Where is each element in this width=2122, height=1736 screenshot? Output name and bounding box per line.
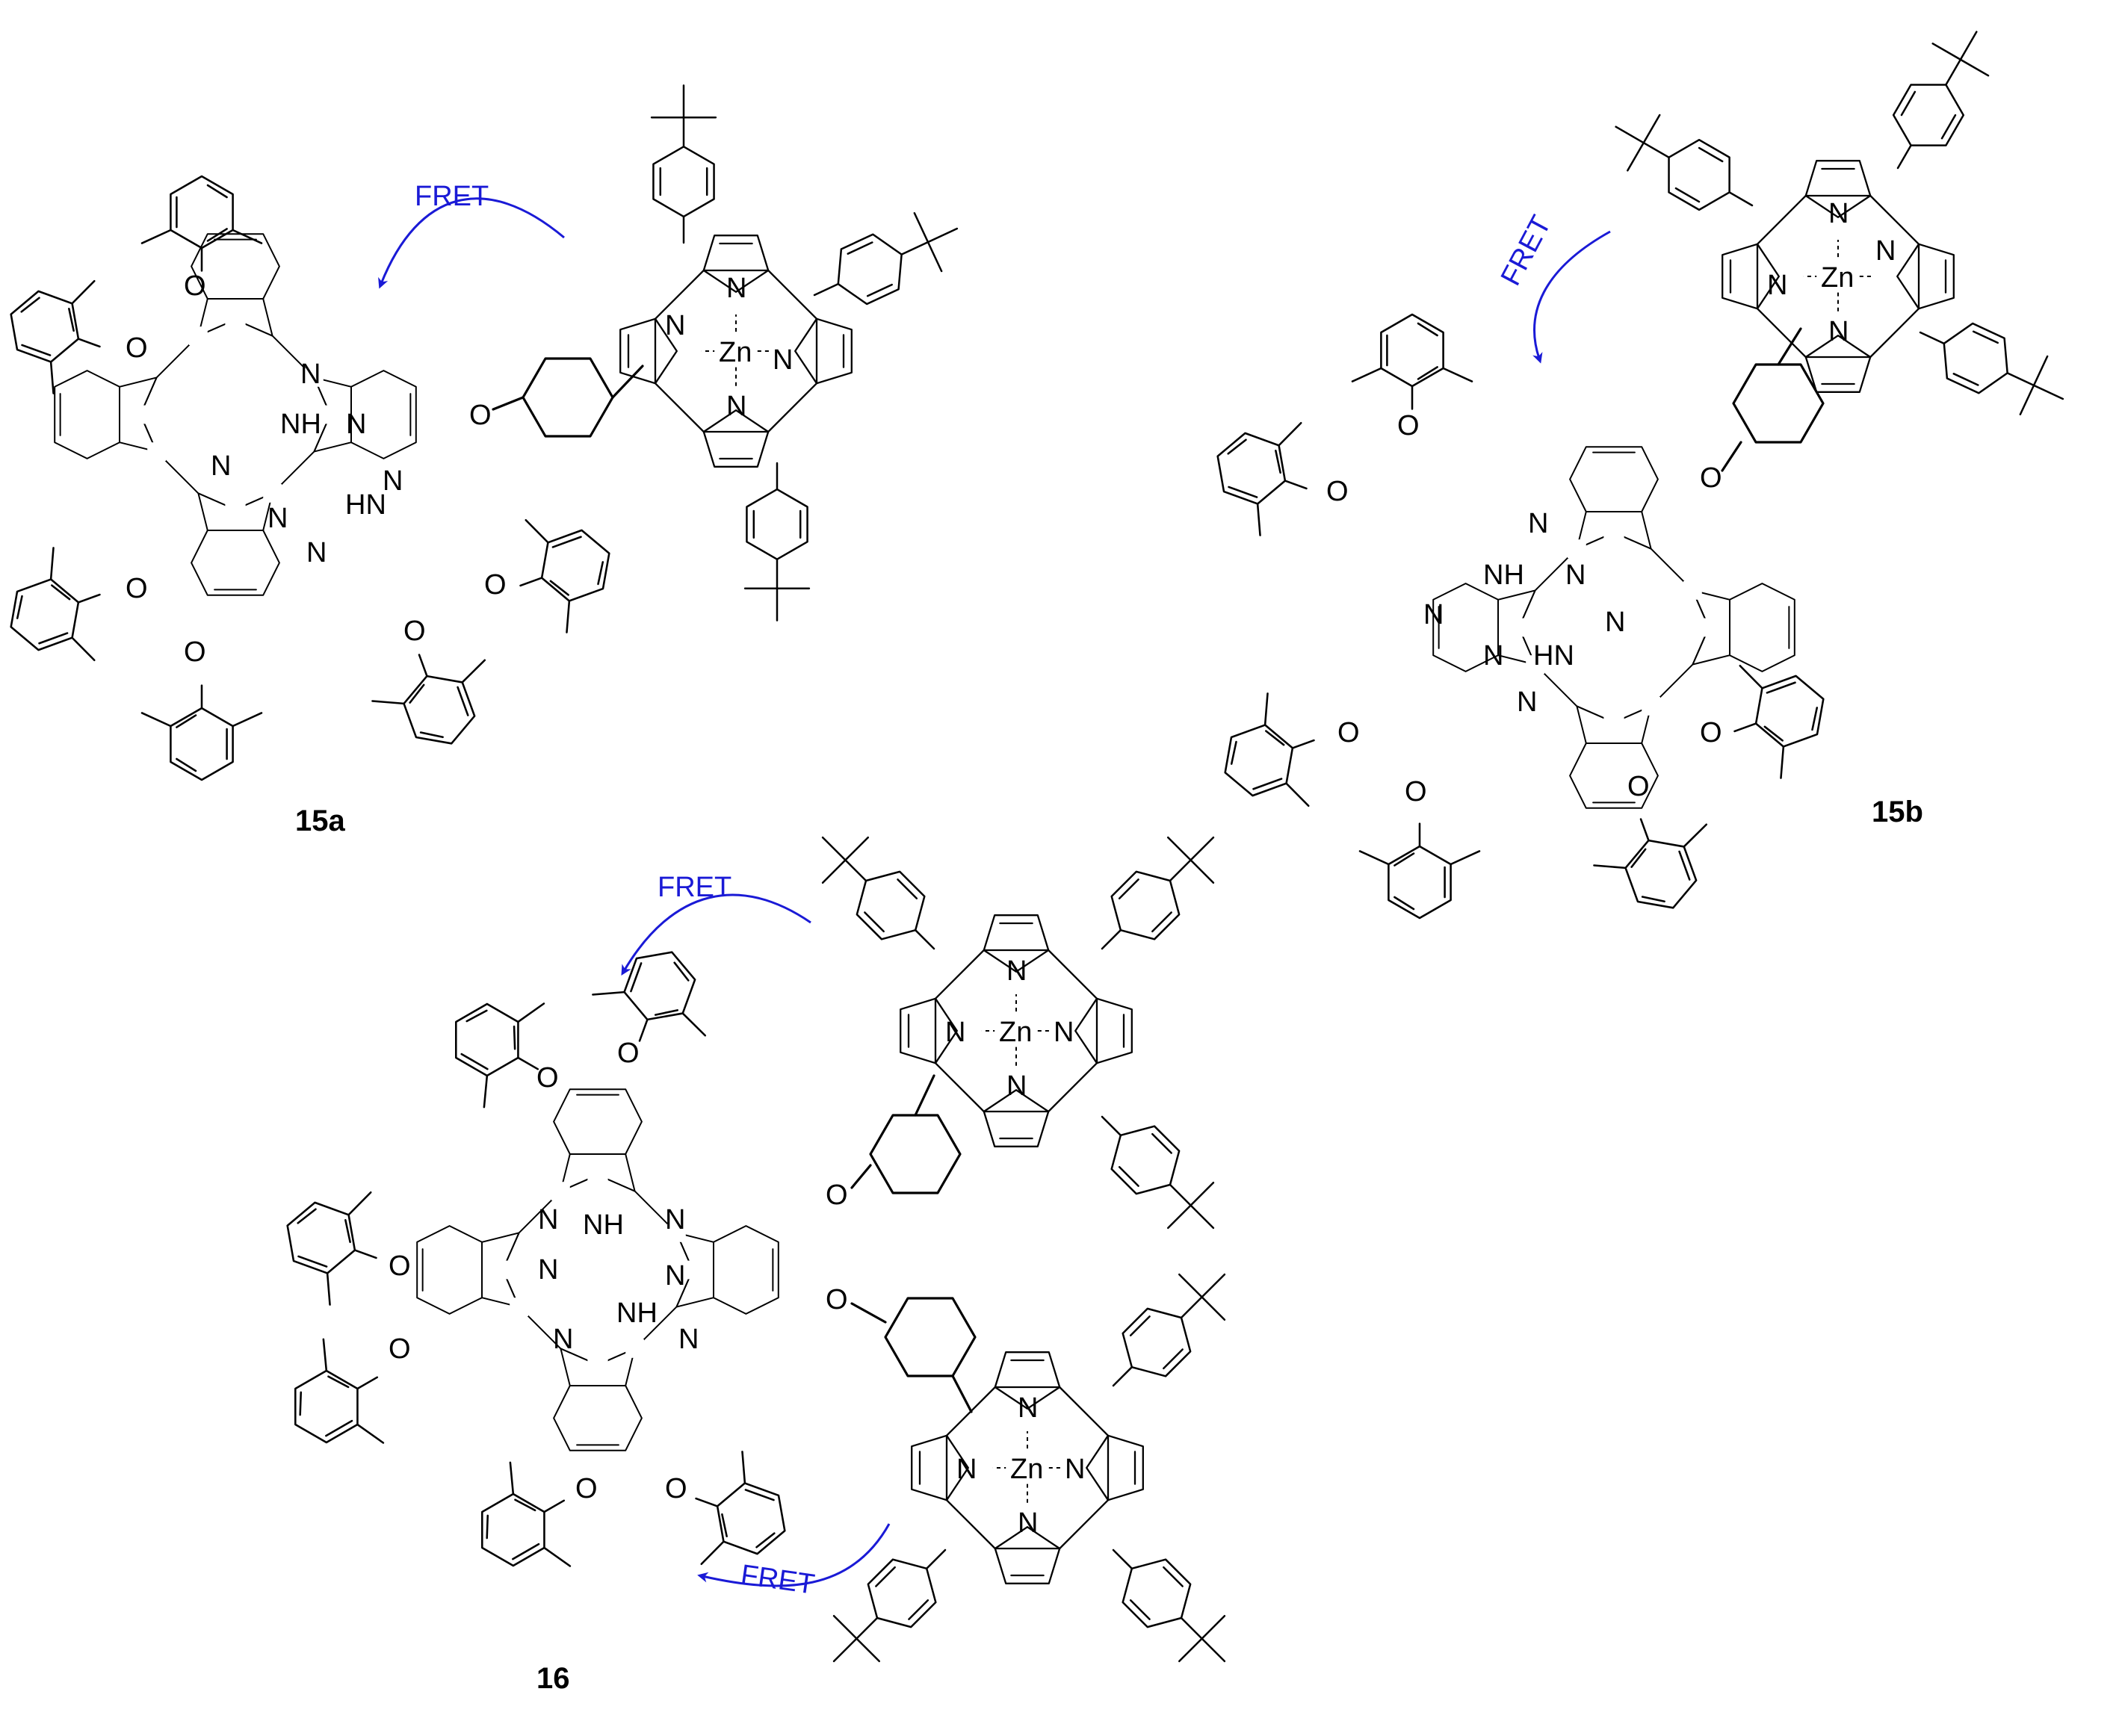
- atom-N: N: [945, 1017, 965, 1048]
- atom-O: O: [469, 400, 492, 431]
- atom-N: N: [1605, 607, 1625, 638]
- atom-O: O: [617, 1038, 640, 1069]
- atom-O: O: [1326, 476, 1349, 507]
- atom-NH: NH: [583, 1209, 624, 1241]
- atom-N: N: [1018, 1392, 1038, 1424]
- atom-N: N: [1565, 559, 1586, 591]
- atom-N: N: [211, 450, 231, 482]
- compound-label-15a: 15a: [295, 805, 345, 837]
- fret-label: FRET: [658, 872, 731, 903]
- atom-N: N: [1006, 1070, 1027, 1102]
- atom-N: N: [1065, 1454, 1085, 1485]
- atom-N: N: [1828, 316, 1849, 347]
- atom-Zn: Zn: [999, 1017, 1032, 1048]
- atom-O: O: [665, 1473, 687, 1504]
- atom-N: N: [678, 1324, 699, 1355]
- atom-O: O: [1397, 410, 1420, 441]
- atom-N: N: [267, 503, 288, 534]
- atom-N: N: [1006, 955, 1027, 987]
- atom-N: N: [726, 391, 746, 422]
- atom-O: O: [575, 1473, 598, 1504]
- atom-HN: HN: [345, 489, 386, 521]
- atom-O: O: [1337, 717, 1360, 748]
- compound-label-16: 16: [536, 1662, 570, 1695]
- fret-label: FRET: [415, 181, 489, 212]
- atom-O: O: [403, 616, 426, 647]
- atom-O: O: [1627, 771, 1650, 802]
- atom-N: N: [665, 1260, 685, 1292]
- atom-N: N: [726, 273, 746, 304]
- atom-N: N: [665, 1204, 685, 1236]
- atom-N: N: [383, 465, 403, 497]
- fret-label: FRET: [1495, 211, 1558, 291]
- atom-N: N: [956, 1454, 977, 1485]
- compound-15b-structure: N NH N N N N HN N O O O O O O O Zn N N N…: [1196, 14, 2078, 929]
- compound-15a-structure: N NH N N N N HN N O O O O O O O Zn N N N…: [0, 84, 972, 837]
- atom-N: N: [538, 1254, 558, 1286]
- atom-N: N: [1423, 599, 1444, 630]
- atom-N: N: [1483, 640, 1503, 672]
- atom-N: N: [773, 344, 793, 376]
- atom-N: N: [538, 1204, 558, 1236]
- atom-HN: HN: [1533, 640, 1574, 672]
- atom-N: N: [300, 359, 321, 390]
- atom-N: N: [1018, 1507, 1038, 1539]
- atom-N: N: [306, 537, 327, 568]
- atom-O: O: [826, 1284, 848, 1315]
- compound-16-structure: N NH N N N N NH N O O O O O O O O Zn N N…: [265, 813, 1249, 1695]
- atom-NH: NH: [616, 1298, 658, 1329]
- atom-N: N: [1054, 1017, 1074, 1048]
- atom-N: N: [1875, 235, 1896, 267]
- atom-O: O: [184, 636, 206, 668]
- atom-O: O: [126, 332, 148, 364]
- atom-Zn: Zn: [1010, 1454, 1043, 1485]
- atom-N: N: [1767, 270, 1787, 301]
- atom-O: O: [1700, 462, 1722, 494]
- atom-O: O: [389, 1250, 411, 1282]
- atom-O: O: [389, 1333, 411, 1365]
- atom-O: O: [126, 573, 148, 604]
- atom-O: O: [1405, 776, 1427, 807]
- atom-N: N: [346, 409, 366, 440]
- atom-N: N: [553, 1324, 573, 1355]
- atom-N: N: [1828, 198, 1849, 229]
- atom-N: N: [1528, 508, 1548, 539]
- atom-O: O: [536, 1062, 559, 1094]
- atom-N: N: [1517, 686, 1537, 718]
- atom-O: O: [184, 270, 206, 302]
- atom-O: O: [1700, 717, 1722, 748]
- atom-O: O: [826, 1179, 848, 1211]
- atom-NH: NH: [280, 409, 321, 440]
- atom-O: O: [484, 569, 507, 601]
- atom-Zn: Zn: [719, 337, 752, 368]
- atom-N: N: [665, 310, 685, 341]
- fret-label: FRET: [739, 1559, 817, 1600]
- atom-Zn: Zn: [1821, 262, 1854, 294]
- atom-NH: NH: [1483, 559, 1524, 591]
- compound-label-15b: 15b: [1872, 796, 1923, 828]
